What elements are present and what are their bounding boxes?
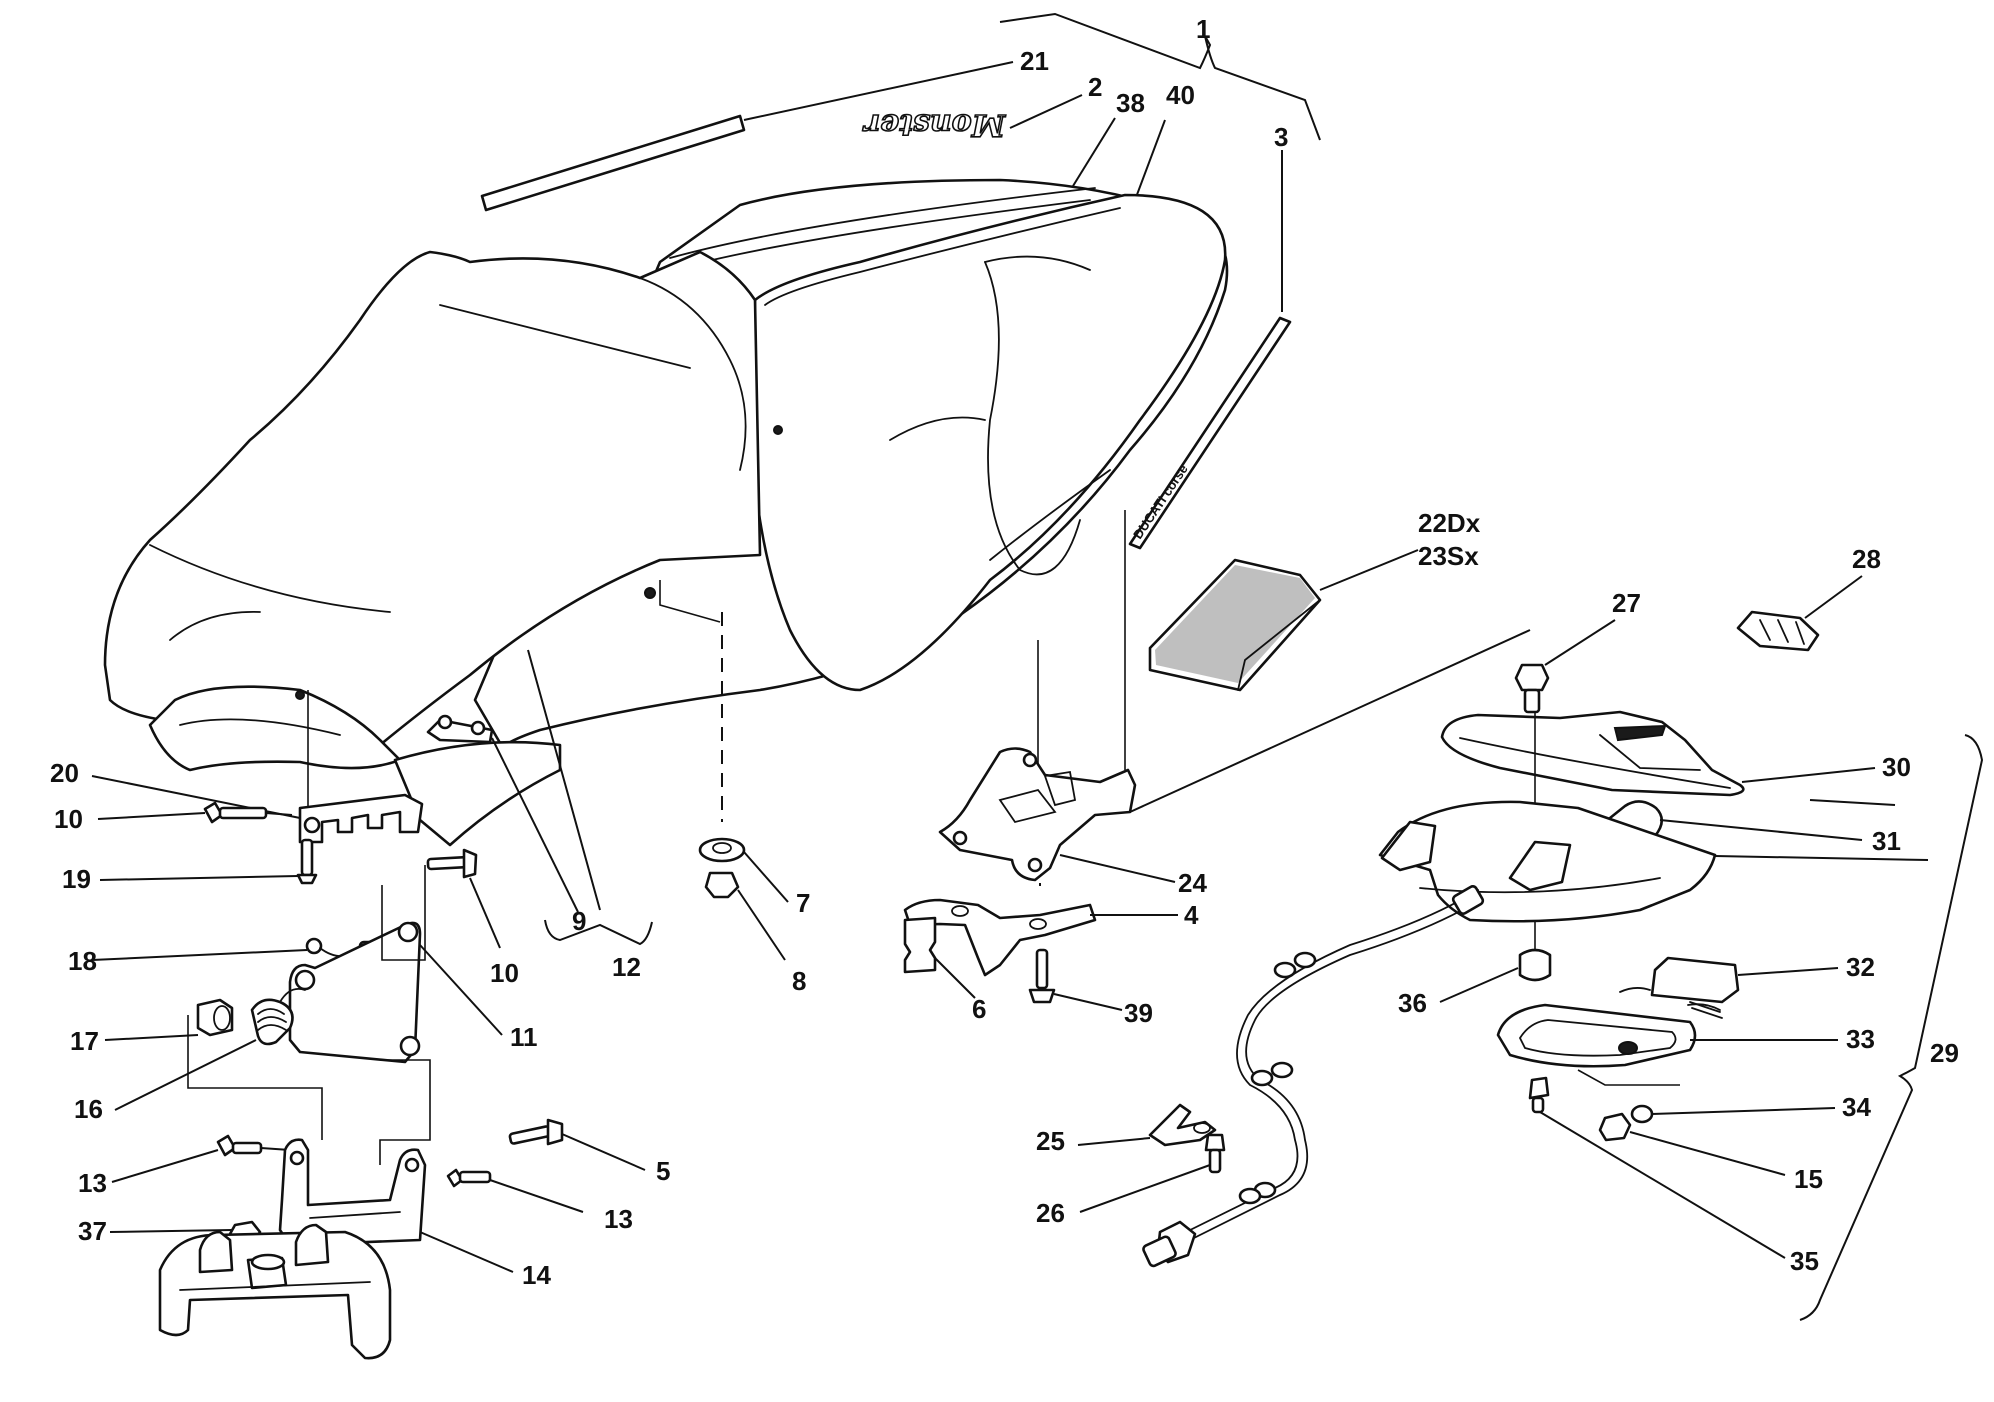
frame-mount bbox=[158, 1223, 392, 1360]
part-15-nut bbox=[1598, 1112, 1786, 1176]
seat-cushion bbox=[103, 250, 762, 847]
callout-34: 34 bbox=[1842, 1092, 1871, 1122]
part-10-screw-left bbox=[97, 801, 293, 824]
part-19-screw bbox=[99, 838, 318, 885]
logo-decal-text: Monster bbox=[862, 107, 1006, 142]
callout-11: 11 bbox=[510, 1022, 538, 1052]
callout-12: 12 bbox=[612, 952, 641, 982]
callout-2: 2 bbox=[1088, 72, 1102, 102]
callout-10a: 10 bbox=[54, 804, 83, 834]
part-22-23-seat-pad bbox=[1148, 549, 1419, 692]
callout-26: 26 bbox=[1036, 1198, 1065, 1228]
callout-23: 23Sx bbox=[1418, 541, 1479, 571]
callout-10b: 10 bbox=[490, 958, 519, 988]
callout-19: 19 bbox=[62, 864, 91, 894]
part-39-screw bbox=[1028, 948, 1123, 1011]
callout-5: 5 bbox=[656, 1156, 670, 1186]
part-27-bolt bbox=[1514, 619, 1616, 714]
callout-15: 15 bbox=[1794, 1164, 1823, 1194]
callout-3: 3 bbox=[1274, 122, 1288, 152]
callout-17: 17 bbox=[70, 1026, 99, 1056]
callout-21: 21 bbox=[1020, 46, 1049, 76]
part-9-latch-plate bbox=[426, 649, 653, 946]
callout-27: 27 bbox=[1612, 588, 1641, 618]
callout-32: 32 bbox=[1846, 952, 1875, 982]
callout-7: 7 bbox=[796, 888, 810, 918]
part-2-logo-decal: Monster bbox=[861, 94, 1083, 143]
callout-6: 6 bbox=[972, 994, 986, 1024]
part-4-support-bracket bbox=[903, 898, 1178, 977]
assembly-bracket-1 bbox=[999, 12, 1321, 141]
part-24-mount-plate bbox=[938, 747, 1176, 883]
part-25-cable-clip bbox=[1077, 1103, 1217, 1147]
callout-labels: 1 21 2 38 40 3 22Dx 23Sx 28 27 30 31 24 … bbox=[50, 14, 1959, 1290]
part-16-spring bbox=[114, 987, 306, 1111]
callout-8: 8 bbox=[792, 966, 806, 996]
part-17-bushing bbox=[104, 998, 234, 1041]
part-32-plate-light bbox=[1619, 956, 1839, 1019]
part-14-base-bracket bbox=[278, 1138, 514, 1273]
part-13-screw-right bbox=[446, 1168, 584, 1213]
part-35-screw bbox=[1528, 1076, 1786, 1259]
callout-1: 1 bbox=[1196, 14, 1210, 44]
part-33-gasket bbox=[1496, 1003, 1838, 1068]
part-10-screw-right bbox=[426, 848, 501, 949]
part-36-rubber-mount bbox=[1439, 948, 1552, 1003]
callout-25: 25 bbox=[1036, 1126, 1065, 1156]
callout-18: 18 bbox=[68, 946, 97, 976]
callout-38: 38 bbox=[1116, 88, 1145, 118]
callout-22: 22Dx bbox=[1418, 508, 1481, 538]
callout-39: 39 bbox=[1124, 998, 1153, 1028]
part-30-tail-light bbox=[1440, 710, 1876, 797]
callout-36: 36 bbox=[1398, 988, 1427, 1018]
part-7-grommet bbox=[698, 837, 789, 903]
callout-31: 31 bbox=[1872, 826, 1901, 856]
callout-4: 4 bbox=[1184, 900, 1199, 930]
part-11-hinge-arm bbox=[288, 921, 503, 1064]
callout-16: 16 bbox=[74, 1094, 103, 1124]
part-28-clip bbox=[1736, 575, 1863, 652]
callout-30: 30 bbox=[1882, 752, 1911, 782]
callout-20: 20 bbox=[50, 758, 79, 788]
part-26-screw bbox=[1079, 1133, 1226, 1213]
part-13-screw-left bbox=[111, 1134, 291, 1183]
callout-9: 9 bbox=[572, 906, 586, 936]
part-34-washer bbox=[1630, 1104, 1836, 1124]
wiring-harness bbox=[1142, 885, 1485, 1268]
part-21-decal-strip bbox=[480, 61, 1014, 212]
callout-24: 24 bbox=[1178, 868, 1207, 898]
part-6-rubber-grommet bbox=[903, 916, 976, 999]
callout-40: 40 bbox=[1166, 80, 1195, 110]
side-decal-text: DUCATI corse bbox=[1130, 462, 1191, 542]
callout-13b: 13 bbox=[604, 1204, 633, 1234]
part-5-screw bbox=[508, 1118, 646, 1171]
callout-35: 35 bbox=[1790, 1246, 1819, 1276]
callout-14: 14 bbox=[522, 1260, 551, 1290]
callout-29: 29 bbox=[1930, 1038, 1959, 1068]
part-8-nut bbox=[704, 871, 786, 961]
callout-28: 28 bbox=[1852, 544, 1881, 574]
callout-13a: 13 bbox=[78, 1168, 107, 1198]
callout-33: 33 bbox=[1846, 1024, 1875, 1054]
callout-37: 37 bbox=[78, 1216, 107, 1246]
